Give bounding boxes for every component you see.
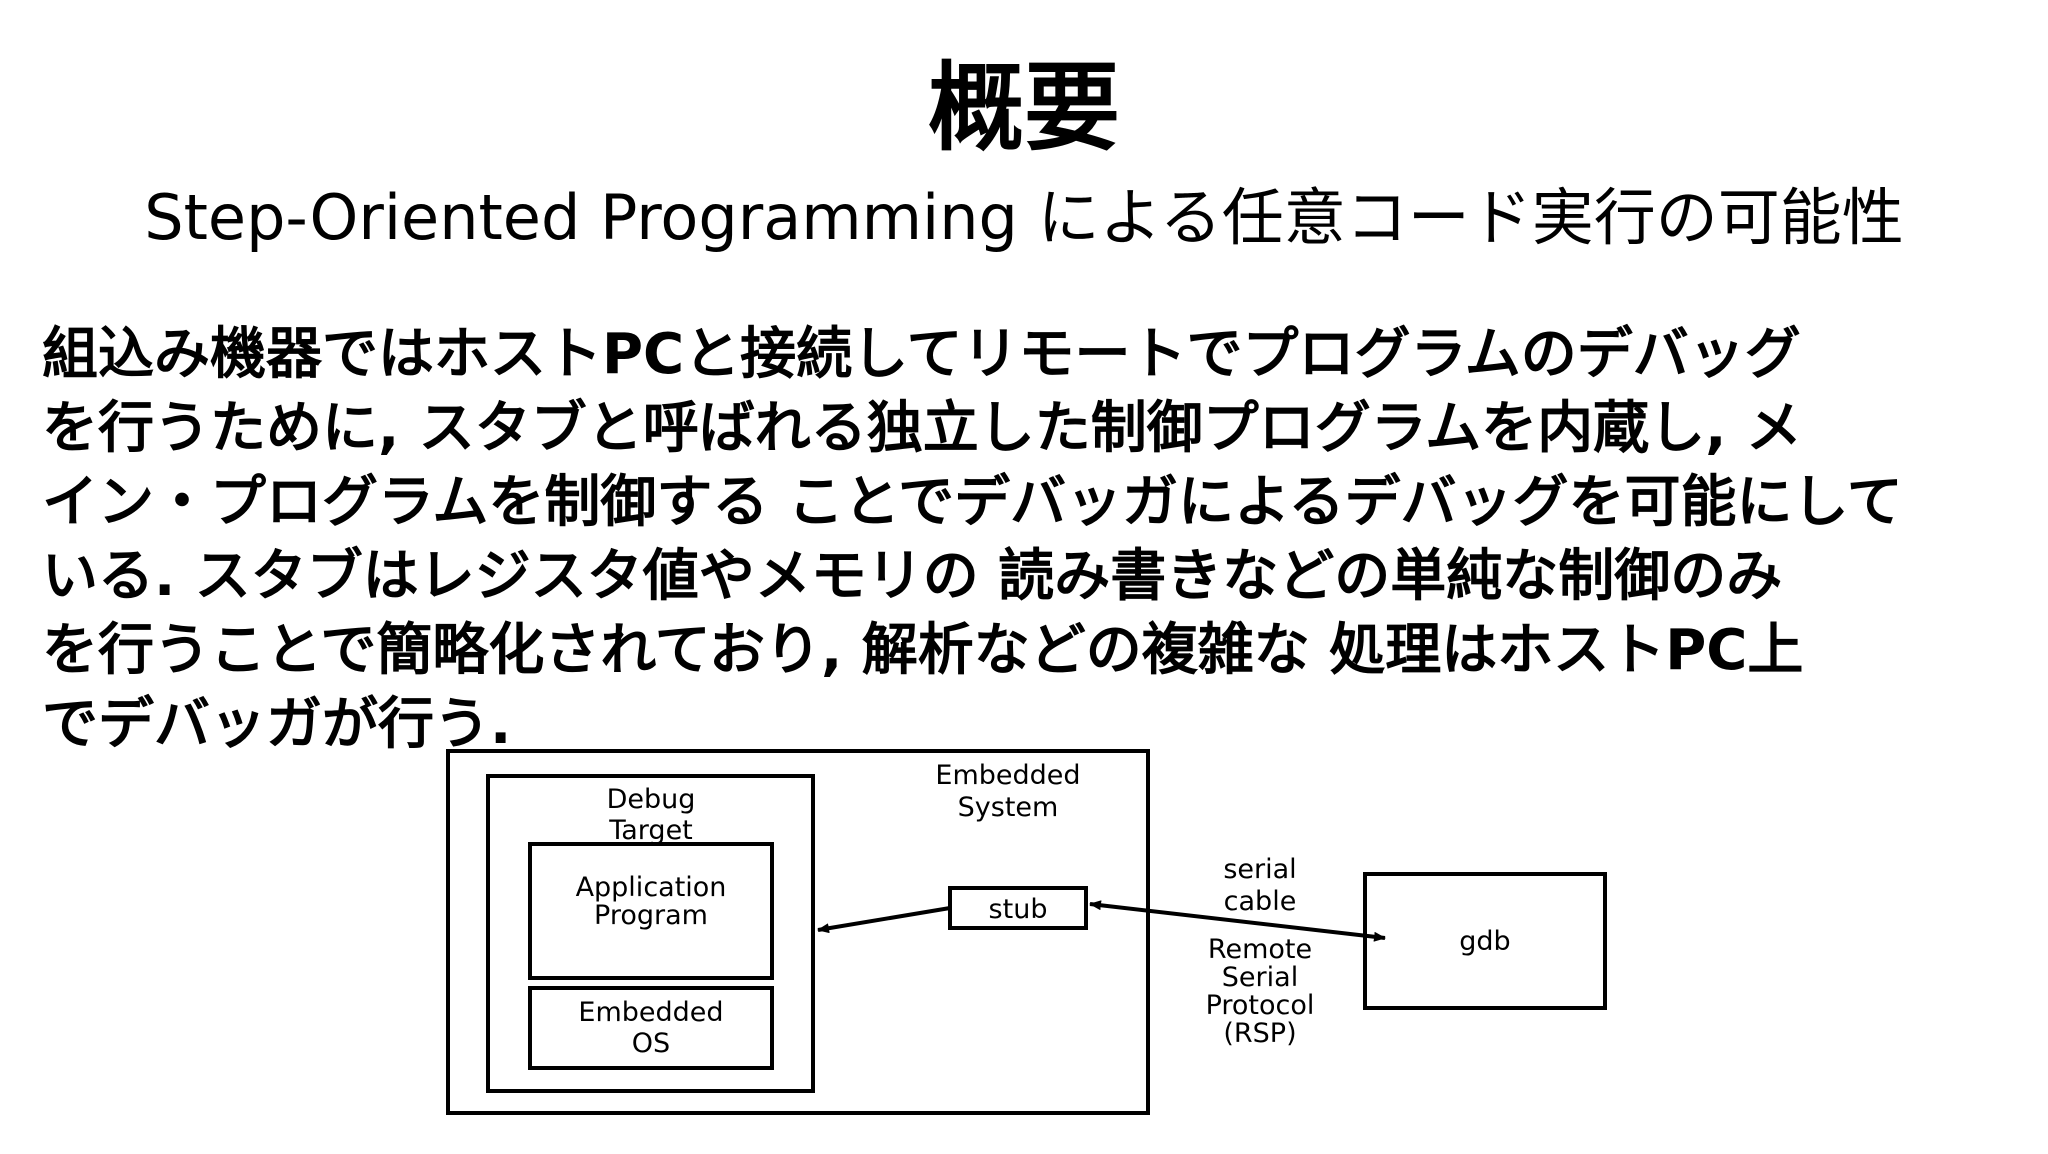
gdb-label: gdb: [1459, 926, 1510, 957]
diagram-svg: Embedded System Debug Target Application…: [446, 749, 1607, 1115]
body-line: でデバッガが行う.: [42, 692, 512, 757]
serial-cable-label: cable: [1224, 886, 1297, 917]
embedded-system-label: System: [958, 792, 1059, 823]
application-program-box: [528, 842, 774, 980]
rsp-label: Remote: [1208, 934, 1312, 965]
embedded-os-label: OS: [632, 1028, 670, 1059]
debug-target-label: Target: [608, 815, 693, 846]
rsp-label: Serial: [1222, 962, 1298, 993]
debug-target-label: Debug: [607, 784, 696, 815]
stub-gdb-link-arrow: [1089, 900, 1386, 942]
application-program-label: Application: [576, 872, 727, 903]
debug-target-box: [486, 774, 815, 1093]
rsp-label: Protocol: [1206, 990, 1315, 1021]
application-program-label: Program: [594, 900, 708, 931]
rsp-label: (RSP): [1223, 1018, 1296, 1049]
body-line: 組込み機器ではホストPCと接続してリモートでプログラムのデバッグ: [42, 322, 1801, 387]
stub-to-program-arrow: [817, 906, 951, 934]
body-line: イン・プログラムを制御する ことでデバッガによるデバッグを可能にして: [42, 470, 1903, 535]
stub-label: stub: [989, 894, 1048, 925]
embedded-os-box: [528, 986, 774, 1070]
body-line: を行うために, スタブと呼ばれる独立した制御プログラムを内蔵し, メ: [42, 396, 1802, 461]
embedded-os-label: Embedded: [578, 997, 723, 1028]
serial-cable-label: serial: [1223, 854, 1296, 885]
body-line: いる. スタブはレジスタ値やメモリの 読み書きなどの単純な制御のみ: [42, 544, 1783, 609]
slide-subtitle: Step-Oriented Programming による任意コード実行の可能性: [144, 181, 1904, 254]
body-paragraph: 組込み機器ではホストPCと接続してリモートでプログラムのデバッグ を行うために,…: [42, 318, 2032, 762]
slide-title: 概要: [928, 52, 1120, 164]
embedded-system-label: Embedded: [935, 760, 1080, 791]
gdb-stub-diagram: Embedded System Debug Target Application…: [400, 736, 1660, 1146]
body-line: を行うことで簡略化されており, 解析などの複雑な 処理はホストPC上: [42, 618, 1804, 683]
